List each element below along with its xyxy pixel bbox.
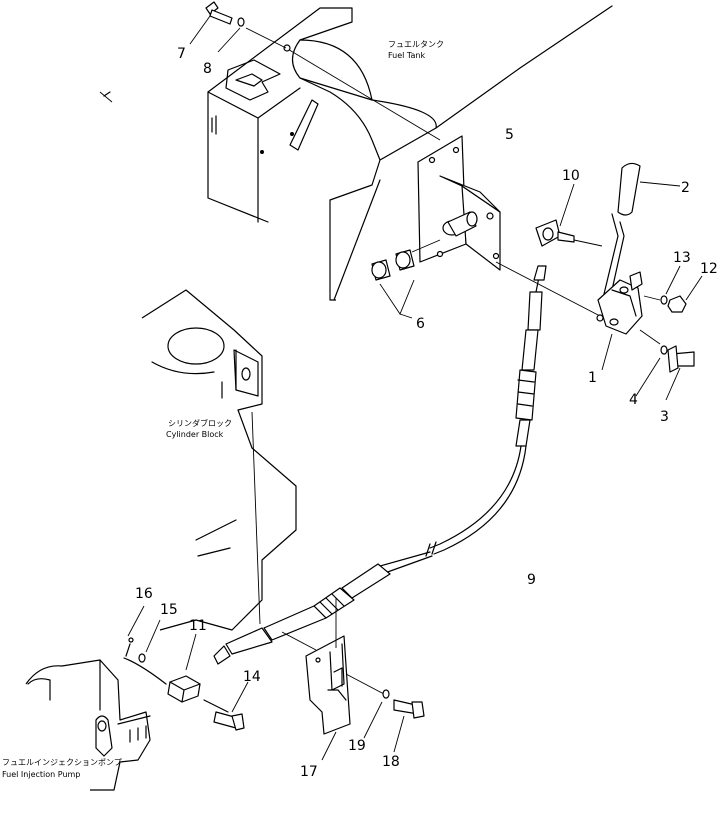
- cylinder-block-label-en: Cylinder Block: [166, 430, 224, 439]
- part-number-9: 9: [527, 572, 536, 588]
- part-number-18: 18: [382, 754, 400, 770]
- part-number-12: 12: [700, 261, 717, 277]
- part-number-8: 8: [203, 61, 212, 77]
- fuel-tank: [103, 5, 613, 301]
- injection-pump-label-jp: フュエルインジェクションポンプ: [2, 758, 122, 767]
- cylinder-block-label-jp: シリンダブロック: [168, 418, 232, 428]
- fuel-lever-assembly: [535, 162, 703, 401]
- part-number-7: 7: [177, 46, 186, 62]
- cylinder-block: [141, 289, 297, 631]
- bracket-17: [281, 598, 425, 761]
- fuel-tank-label-jp: フュエルタンク: [388, 40, 444, 49]
- part-number-19: 19: [348, 738, 366, 754]
- control-cable-9: [213, 265, 547, 665]
- part-number-15: 15: [160, 602, 178, 618]
- part-number-10: 10: [562, 168, 580, 184]
- part-number-11: 11: [189, 618, 207, 634]
- bolt-7-washer-8: [189, 1, 245, 53]
- injection-pump: [25, 605, 249, 791]
- part-number-13: 13: [673, 250, 691, 266]
- part-number-5: 5: [505, 127, 514, 143]
- part-number-1: 1: [588, 370, 597, 386]
- bracket-5: [417, 135, 601, 317]
- part-number-17: 17: [300, 764, 318, 780]
- part-number-6: 6: [416, 316, 425, 332]
- part-number-16: 16: [135, 586, 153, 602]
- fuel-tank-label-en: Fuel Tank: [388, 51, 425, 60]
- part-number-3: 3: [660, 409, 669, 425]
- injection-pump-label-en: Fuel Injection Pump: [2, 770, 80, 779]
- bushings-6: [371, 239, 441, 319]
- part-number-14: 14: [243, 669, 261, 685]
- part-number-4: 4: [629, 392, 638, 408]
- part-number-2: 2: [681, 180, 690, 196]
